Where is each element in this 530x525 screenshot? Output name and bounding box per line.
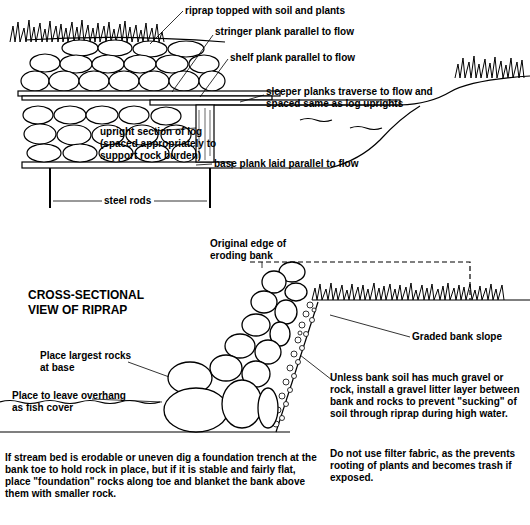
annotation-label: Place to leave overhang as fish cover	[12, 390, 137, 414]
upper-rocks	[21, 37, 225, 91]
annotation-label: Graded bank slope	[412, 331, 527, 343]
annotation-label: Place largest rocks at base	[40, 350, 132, 374]
annotation-label: stringer plank parallel to flow	[215, 26, 385, 38]
annotation-label: Original edge of eroding bank	[210, 238, 320, 262]
stream-bank	[214, 76, 530, 168]
annotation-label: sleeper planks traverse to flow and spac…	[266, 86, 456, 110]
grass	[10, 20, 524, 300]
bank-profile	[0, 262, 530, 432]
annotation-label: riprap topped with soil and plants	[185, 5, 385, 17]
annotation-label: base plank laid parallel to flow	[214, 158, 394, 170]
annotation-label: steel rods	[104, 195, 164, 207]
leader-lines	[53, 11, 410, 402]
annotation-label: If stream bed is erodable or uneven dig …	[5, 452, 320, 500]
annotation-label: Unless bank soil has much gravel or rock…	[330, 372, 525, 420]
steel-rods	[50, 168, 210, 208]
annotation-label: Do not use filter fabric, as the prevent…	[330, 448, 525, 484]
annotation-label: upright section of log (spaced appropria…	[100, 126, 230, 162]
cross-section-rocks	[164, 262, 307, 432]
section-heading: CROSS-SECTIONAL VIEW OF RIPRAP	[28, 288, 168, 318]
annotation-label: shelf plank parallel to flow	[230, 52, 390, 64]
